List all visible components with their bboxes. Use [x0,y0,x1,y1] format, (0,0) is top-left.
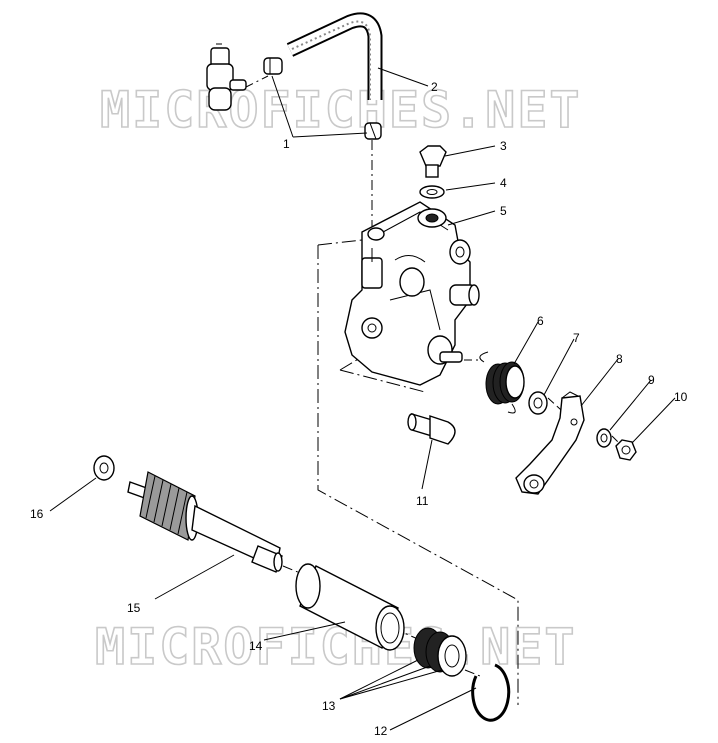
clamp-upper [263,57,283,75]
callout-14: 14 [249,639,263,653]
hose [286,12,383,100]
callout-16: 16 [30,507,44,521]
washer-9 [596,428,612,448]
callout-10: 10 [674,390,688,404]
callout-5: 5 [500,204,507,218]
callout-3: 3 [500,139,507,153]
bolt-11 [407,413,456,445]
cylinder [295,563,405,651]
callout-11: 11 [416,494,429,508]
washer-7 [528,391,548,415]
callout-4: 4 [500,176,507,190]
lever [515,391,585,495]
fitting [206,43,247,111]
bolt [419,145,447,178]
callout-8: 8 [616,352,623,366]
washer [419,185,445,199]
washer-16 [93,455,115,481]
watermark-bottom: MICROFICHES.NET [95,618,577,676]
callout-2: 2 [431,80,438,94]
clamp-lower [364,122,382,140]
drive-gear-shaft [127,471,283,573]
nut [615,439,637,461]
watermark-top: MICROFICHES.NET [100,81,582,139]
oil-pump-body [344,201,480,386]
callout-9: 9 [648,373,655,387]
callout-15: 15 [127,601,141,615]
callout-6: 6 [537,314,544,328]
seals [413,627,467,677]
callout-labels: 1 2 3 4 5 6 7 8 9 10 11 12 13 14 15 16 [30,80,688,738]
retaining-ring [471,663,511,722]
leader-lines [49,67,676,731]
callout-13: 13 [322,699,336,713]
callout-12: 12 [374,724,388,738]
callout-7: 7 [573,331,580,345]
callout-1: 1 [283,137,290,151]
spring [479,351,525,414]
